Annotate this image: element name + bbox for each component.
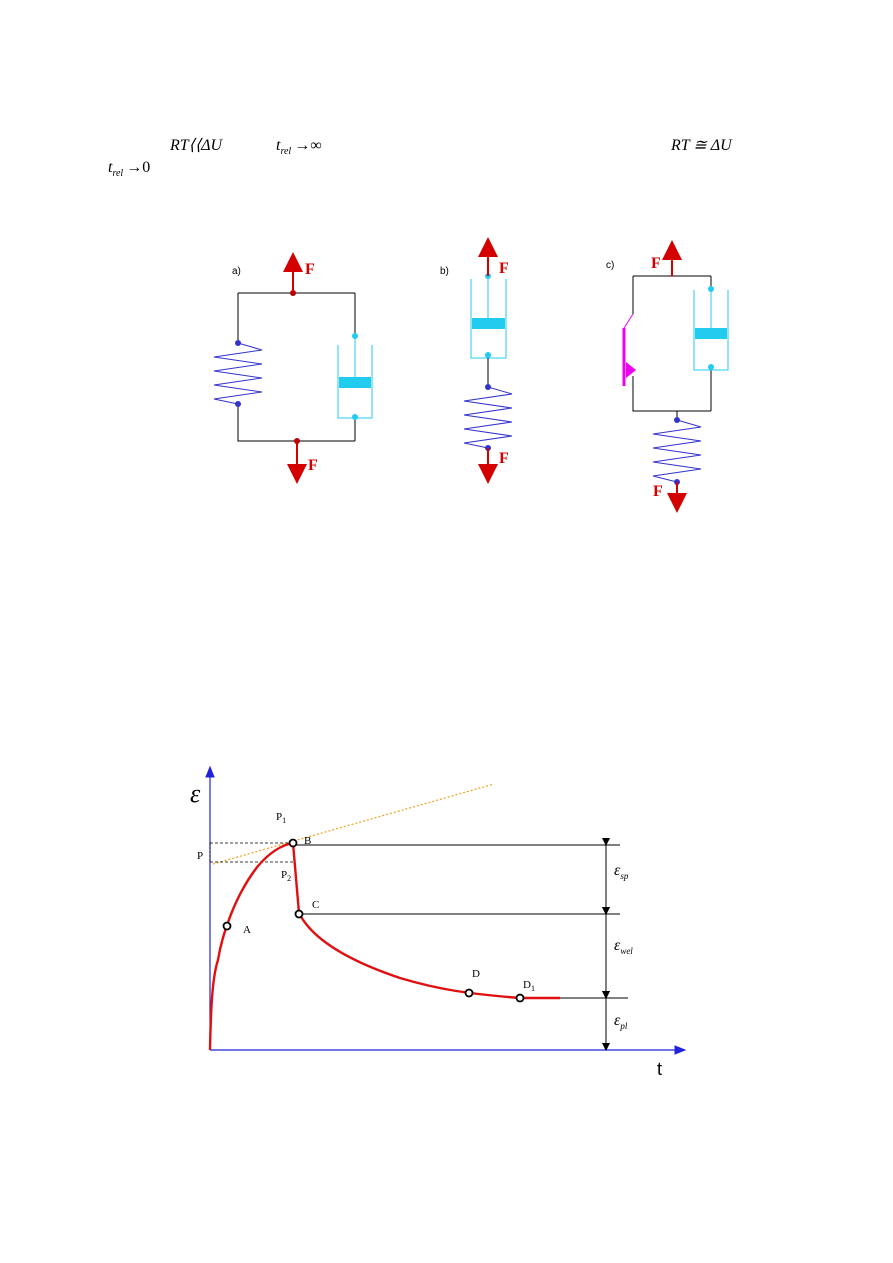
x-axis-label: t (657, 1059, 662, 1079)
point-d1-label: D1 (523, 979, 535, 993)
model-b-label: b) (440, 266, 449, 277)
point-a-label: A (243, 924, 251, 936)
model-c-force-bottom-label: F (653, 483, 663, 500)
model-c-slider-wedge (626, 362, 636, 378)
point-a-marker (222, 921, 232, 931)
model-c-slider-top (623, 313, 634, 329)
model-c-combined: c) F F (606, 240, 729, 513)
model-c-force-top-label: F (651, 255, 661, 272)
label-eps-sp: εsp (614, 862, 629, 881)
point-c-marker (294, 909, 304, 919)
point-c-label: C (312, 899, 319, 911)
model-a-label: a) (232, 266, 241, 277)
y-axis-symbol: ε (190, 779, 201, 808)
model-a-dashpot-piston (339, 377, 371, 388)
point-p2-label: P2 (281, 869, 291, 883)
model-b-spring-node-top (485, 384, 491, 390)
formula-rt-much-less-du: RT⟨⟨ΔU (169, 137, 224, 154)
model-a-dashpot-node-top (352, 333, 358, 339)
model-b-force-bottom-label: F (499, 450, 509, 467)
tangent-line (212, 783, 495, 865)
formula-text-line: RT⟨⟨ΔU trel→∞ RT ≅ ΔU trel→0 (108, 137, 733, 179)
point-p1-label: P1 (276, 811, 286, 825)
formula-trel-zero: trel→0 (108, 159, 150, 179)
model-c-frame (632, 275, 712, 412)
creep-curve (208, 841, 560, 1051)
label-eps-wel: εwel (614, 937, 633, 956)
model-b-force-top-label: F (499, 260, 509, 277)
model-b-spring (463, 386, 513, 449)
model-c-dashpot-piston (695, 328, 727, 339)
point-b-marker (288, 838, 298, 848)
model-b-maxwell: b) F F (440, 237, 513, 484)
point-p-label: P (197, 850, 203, 862)
model-b-dashpot-piston (472, 318, 505, 329)
label-eps-pl: εpl (614, 1012, 628, 1031)
model-a-spring-node-bottom (235, 401, 241, 407)
model-c-spring (652, 419, 702, 483)
model-a-frame (237, 292, 356, 442)
model-c-spring-node-top (674, 417, 680, 423)
point-b-label: B (304, 835, 311, 847)
formula-rt-approx-du: RT ≅ ΔU (670, 137, 733, 154)
point-d-label: D (472, 968, 480, 980)
model-a-force-bottom-label: F (308, 457, 318, 474)
model-c-dashpot-node-bottom (708, 364, 714, 370)
model-a-kelvin-voigt: a) F F (213, 252, 373, 484)
point-d-marker (464, 988, 474, 998)
model-a-dashpot-node-bottom (352, 414, 358, 420)
model-a-force-top-label: F (305, 261, 315, 278)
model-c-dashpot-node-top (708, 286, 714, 292)
creep-graph: ε t εsp εwel εpl A B C D D1 P (190, 765, 687, 1079)
formula-trel-infinity: trel→∞ (276, 137, 322, 157)
point-d1-marker (515, 993, 525, 1003)
model-a-spring (213, 342, 263, 405)
model-b-dashpot-node-bottom (485, 352, 491, 358)
model-a-spring-node-top (235, 340, 241, 346)
model-c-label: c) (606, 260, 614, 271)
